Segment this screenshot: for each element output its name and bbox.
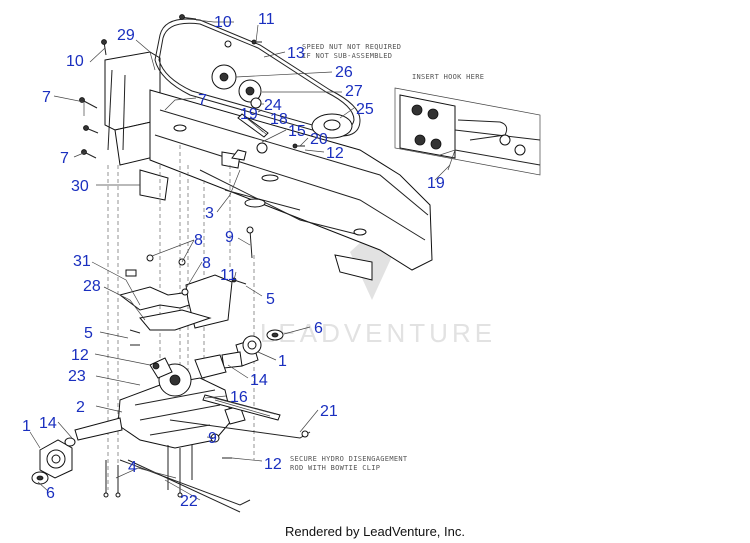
callout-1-left: 1 <box>22 418 31 435</box>
callout-26: 26 <box>335 64 353 81</box>
callout-numbers: 10 11 13 29 10 26 7 27 7 19 24 18 25 15 … <box>22 11 445 510</box>
callout-18: 18 <box>270 111 288 128</box>
inset-detail-view <box>394 87 541 176</box>
callout-28: 28 <box>83 278 101 295</box>
callout-1-right: 1 <box>278 353 287 370</box>
callout-9-bottom: 9 <box>208 430 217 447</box>
drive-belt-assembly <box>154 18 361 154</box>
callout-16: 16 <box>230 389 248 406</box>
callout-23: 23 <box>68 368 86 385</box>
callout-10-left: 10 <box>66 53 84 70</box>
callout-12-bottom: 12 <box>264 456 282 473</box>
right-axle-parts <box>221 329 284 369</box>
callout-20: 20 <box>310 131 328 148</box>
chassis-frame <box>104 51 433 281</box>
callout-5-left: 5 <box>84 325 93 342</box>
transaxle-assembly <box>74 354 281 449</box>
speed-nut-note-line2: IF NOT SUB-ASSEMBLED <box>302 52 392 60</box>
callout-22: 22 <box>180 493 198 510</box>
callout-5-right: 5 <box>266 291 275 308</box>
watermark-text: LEADVENTURE <box>260 318 496 348</box>
callout-14-left: 14 <box>39 415 57 432</box>
callout-19-main: 19 <box>240 106 258 123</box>
leader-lines <box>29 19 451 501</box>
callout-11-top: 11 <box>258 11 275 28</box>
callout-6-right: 6 <box>314 320 323 337</box>
rendered-by-footer: Rendered by LeadVenture, Inc. <box>285 524 465 539</box>
callout-7-lower: 7 <box>60 150 69 167</box>
callout-30: 30 <box>71 178 89 195</box>
bottom-rods <box>103 445 251 513</box>
callout-4: 4 <box>128 459 137 476</box>
secure-hydro-note-line2: ROD WITH BOWTIE CLIP <box>290 464 380 472</box>
callout-14-right: 14 <box>250 372 268 389</box>
hydro-rod-21 <box>169 419 311 439</box>
callout-19-inset: 19 <box>427 175 445 192</box>
callout-12-top: 12 <box>326 145 344 162</box>
callout-13: 13 <box>287 45 305 62</box>
callout-21: 21 <box>320 403 338 420</box>
spring-18 <box>237 113 269 138</box>
callout-7-upper: 7 <box>42 89 51 106</box>
callout-12-middle: 12 <box>71 347 89 364</box>
callout-8-lower: 8 <box>202 255 211 272</box>
callout-27: 27 <box>345 83 363 100</box>
callout-10-top: 10 <box>214 14 232 31</box>
callout-11-middle: 11 <box>220 267 237 284</box>
callout-8-upper: 8 <box>194 232 203 249</box>
speed-nut-note-line1: SPEED NUT NOT REQUIRED <box>302 43 401 51</box>
callout-3: 3 <box>205 205 214 222</box>
insert-hook-note: INSERT HOOK HERE <box>412 73 484 81</box>
callout-7-middle: 7 <box>198 92 207 109</box>
callout-15: 15 <box>288 123 306 140</box>
brackets <box>118 254 247 346</box>
callout-29: 29 <box>117 27 135 44</box>
callout-31: 31 <box>73 253 91 270</box>
left-axle-parts <box>31 437 76 485</box>
secure-hydro-note-line1: SECURE HYDRO DISENGAGEMENT <box>290 455 408 463</box>
callout-24: 24 <box>264 97 282 114</box>
callout-9-top: 9 <box>225 229 234 246</box>
callout-25: 25 <box>356 101 374 118</box>
callout-2: 2 <box>76 399 85 416</box>
callout-6-left: 6 <box>46 485 55 502</box>
diagram-notes: SPEED NUT NOT REQUIRED IF NOT SUB-ASSEMB… <box>290 43 484 472</box>
